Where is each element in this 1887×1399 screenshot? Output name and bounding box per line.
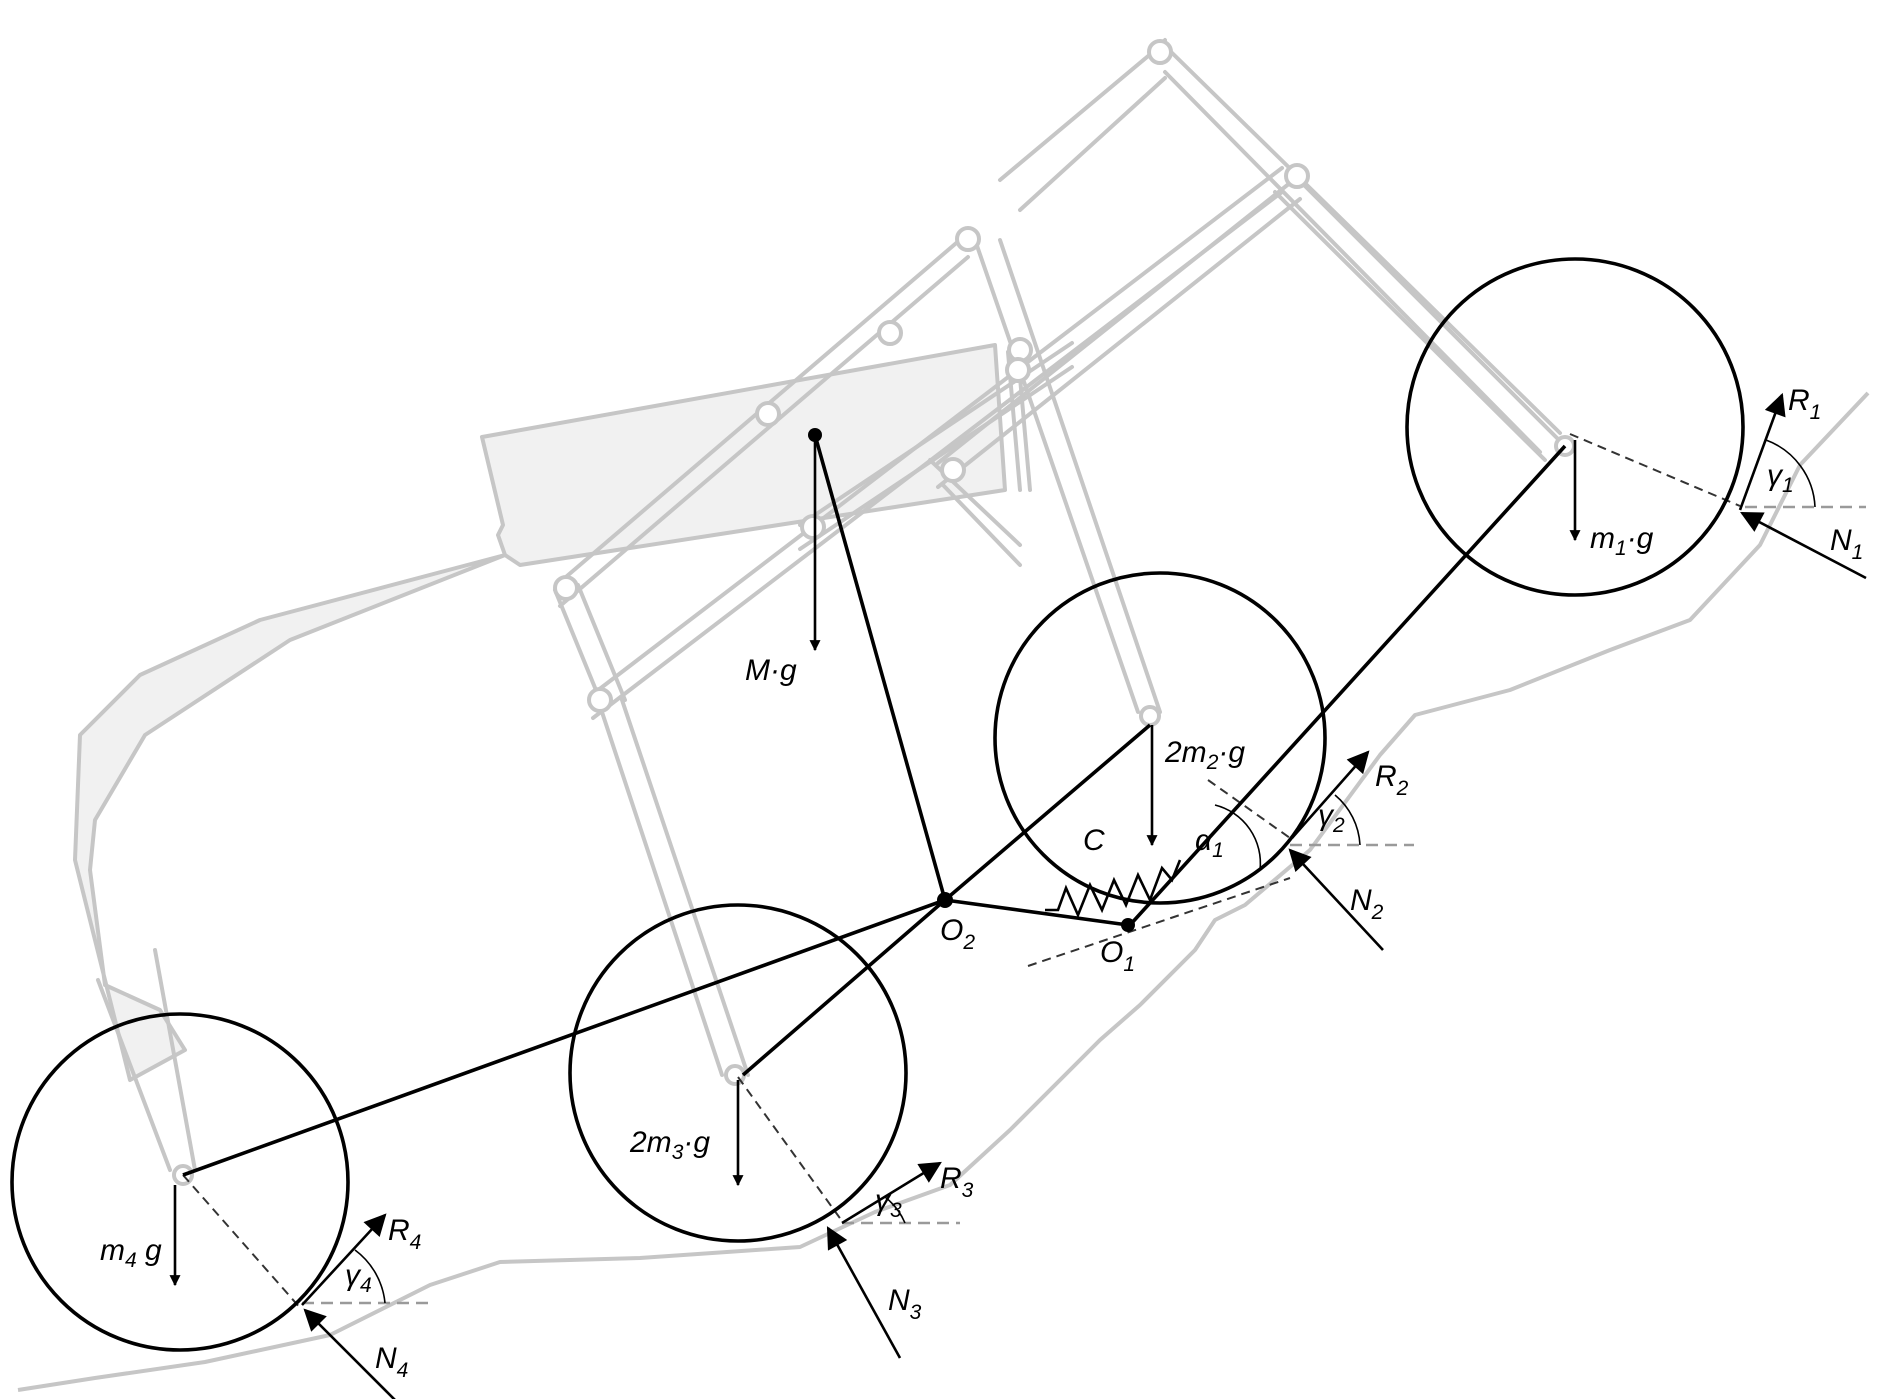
vehicle-body-silhouette	[73, 343, 1007, 1082]
label-gamma3: γ3	[875, 1184, 902, 1222]
body-outline	[73, 343, 1007, 1082]
joint-centre-of-mass	[808, 428, 822, 442]
joint-o2	[937, 892, 953, 908]
label-m1g: m1·g	[1590, 522, 1654, 560]
ground-profile	[17, 391, 1870, 1392]
label-n1: N1	[1830, 524, 1863, 564]
reaction-arrows-r	[301, 392, 1786, 1306]
label-n4: N4	[375, 1342, 408, 1382]
balancer-beams	[182, 434, 1567, 1177]
frame-pivots	[172, 39, 1576, 1186]
label-o1: O1	[1100, 936, 1135, 976]
label-alpha1: α1	[1195, 824, 1224, 862]
joint-o1	[1121, 918, 1135, 932]
label-m4g: m4 g	[100, 1234, 162, 1272]
label-m2g: 2m2·g	[1164, 736, 1245, 774]
angle-arcs	[354, 439, 1816, 1304]
wheel-2	[993, 571, 1327, 905]
label-m3g: 2m3·g	[629, 1126, 710, 1164]
label-r2: R2	[1375, 760, 1409, 800]
label-n3: N3	[888, 1284, 922, 1324]
wheel-1	[1405, 257, 1745, 597]
label-r4: R4	[388, 1214, 421, 1254]
label-gamma2: γ2	[1318, 799, 1345, 837]
label-n2: N2	[1350, 884, 1384, 924]
label-spring-c: C	[1083, 824, 1105, 857]
reference-lines	[182, 433, 1866, 1311]
spring-c	[1045, 859, 1182, 919]
label-gamma4: γ4	[345, 1259, 372, 1297]
gravity-arrows	[169, 440, 1581, 1287]
label-o2: O2	[940, 914, 975, 954]
label-gamma1: γ1	[1767, 459, 1794, 497]
label-r1: R1	[1788, 384, 1821, 424]
label-mg: M·g	[745, 654, 797, 687]
wheel-3	[568, 903, 908, 1243]
normal-arrows-n	[303, 511, 1867, 1399]
label-r3: R3	[940, 1162, 974, 1202]
wheel-4	[10, 1012, 350, 1352]
